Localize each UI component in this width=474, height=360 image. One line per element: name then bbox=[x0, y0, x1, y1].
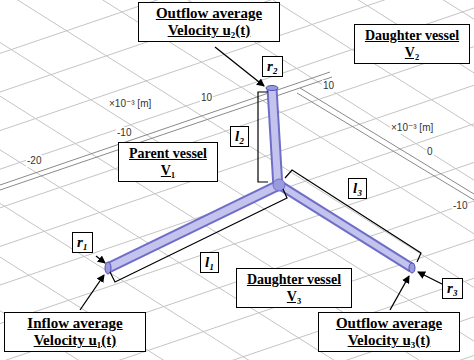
grid-line bbox=[0, 0, 474, 320]
callout-box: Parent vessel V₁ bbox=[118, 142, 218, 182]
grid-line bbox=[180, 0, 474, 338]
axis-tick-label: 0 bbox=[426, 146, 434, 158]
callout-box: Inflow average Velocity u₁(t) bbox=[4, 312, 146, 352]
callout-box: Outflow average Velocity u₂(t) bbox=[138, 2, 280, 42]
grid-line bbox=[70, 0, 474, 360]
grid-line bbox=[0, 5, 474, 360]
callout-text: Outflow average Velocity u₃(t) bbox=[324, 315, 454, 349]
vessel-tubes bbox=[105, 86, 415, 275]
callout-text: r₂ bbox=[267, 58, 278, 75]
grid-line bbox=[0, 24, 430, 360]
callout-text: r₁ bbox=[77, 234, 88, 251]
length-label: l₃ bbox=[348, 178, 367, 199]
axis-lines bbox=[0, 72, 474, 200]
radius-label: r₁ bbox=[72, 232, 93, 253]
callout-text: l₁ bbox=[205, 254, 214, 271]
axis-tick-label: ×10⁻³ [m] bbox=[390, 122, 434, 134]
grid-line bbox=[0, 180, 474, 360]
grid-line bbox=[0, 155, 474, 360]
callout-text: l₂ bbox=[235, 128, 244, 145]
grid-line bbox=[0, 55, 474, 360]
leader-arrows bbox=[80, 47, 442, 310]
axis-tick-label: -20 bbox=[26, 155, 42, 167]
callout-text: Inflow average Velocity u₁(t) bbox=[10, 315, 140, 349]
callout-text: r₃ bbox=[447, 280, 458, 297]
axis-tick-label: 10 bbox=[200, 92, 213, 104]
axis-tick-label: ×10⁻³ [m] bbox=[108, 98, 152, 110]
callout-box: Daughter vessel V₂ bbox=[354, 24, 470, 64]
callout-box: Daughter vessel V₃ bbox=[236, 268, 352, 308]
length-label: l₁ bbox=[200, 252, 219, 273]
callout-text: Daughter vessel V₂ bbox=[360, 27, 464, 61]
callout-text: Parent vessel V₁ bbox=[124, 145, 212, 179]
grid-line bbox=[0, 5, 474, 345]
callout-box: Outflow average Velocity u₃(t) bbox=[318, 312, 460, 352]
grid-line bbox=[0, 80, 474, 360]
callout-text: l₃ bbox=[353, 180, 362, 197]
grid-line bbox=[0, 105, 474, 360]
callout-text: Daughter vessel V₃ bbox=[242, 271, 346, 305]
radius-label: r₃ bbox=[442, 278, 463, 299]
grid-line bbox=[0, 62, 320, 360]
length-label: l₂ bbox=[230, 126, 249, 147]
axis-tick-label: -10 bbox=[116, 127, 132, 139]
grid-line bbox=[15, 0, 474, 360]
callout-text: Outflow average Velocity u₂(t) bbox=[144, 5, 274, 39]
axis-tick-label: -10 bbox=[452, 200, 468, 212]
length-brackets bbox=[110, 92, 421, 282]
axis-tick-label: 10 bbox=[322, 80, 335, 92]
radius-label: r₂ bbox=[262, 56, 283, 77]
